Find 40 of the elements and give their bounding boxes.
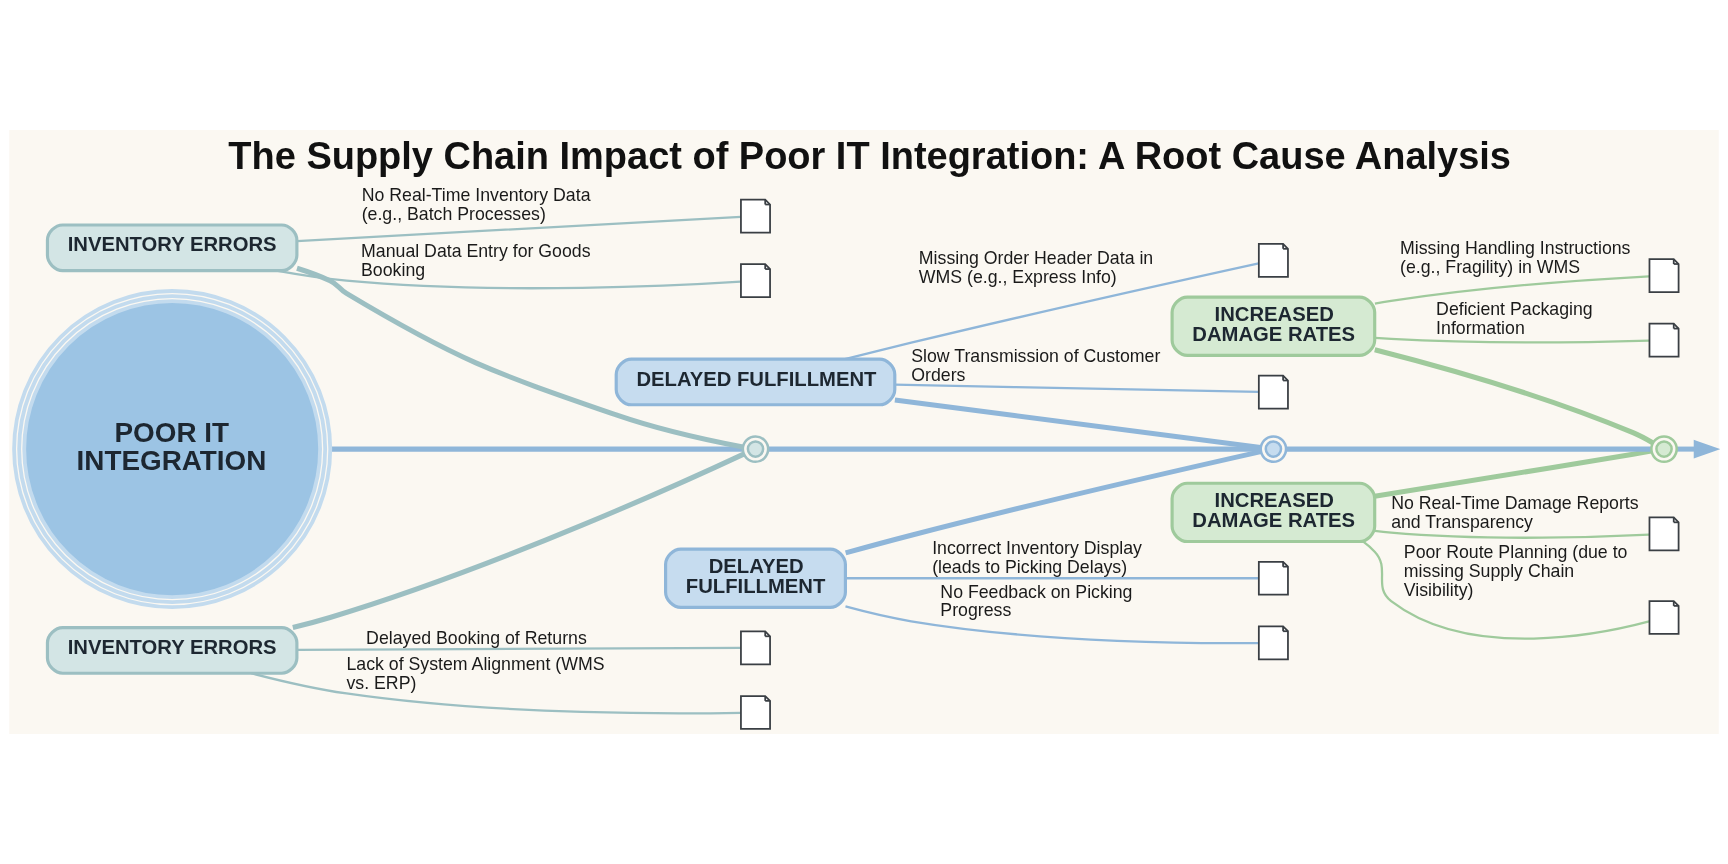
connector <box>1286 446 1652 452</box>
connector <box>1374 336 1650 344</box>
connector <box>330 446 743 452</box>
connector <box>296 215 741 243</box>
connector <box>1374 275 1650 305</box>
connector <box>894 383 1259 393</box>
connector <box>292 451 745 630</box>
edge-label: No Feedback on Picking Progress <box>940 581 1133 621</box>
connector <box>845 577 1259 580</box>
connector <box>845 605 1259 645</box>
node-circle <box>741 435 770 464</box>
diagram-title: The Supply Chain Impact of Poor IT Integration: A Root Cause Analysis <box>228 135 1511 178</box>
node-circle <box>1650 435 1678 464</box>
node-box: INVENTORY ERRORS <box>45 223 299 273</box>
node-circle: POOR IT INTEGRATION <box>12 289 333 610</box>
connector <box>1374 529 1650 539</box>
edge-label: Deficient Packaging Information <box>1436 299 1593 339</box>
edge-label: Lack of System Alignment (WMS vs. ERP) <box>346 653 605 693</box>
edge-label: Manual Data Entry for Goods Booking <box>361 240 591 280</box>
edge-label: Missing Handling Instructions (e.g., Fragility) in WMS <box>1400 238 1631 278</box>
edge-label: Poor Route Planning (due to missing Supply Chain Visibility) <box>1403 542 1628 601</box>
connector <box>296 646 741 651</box>
edge-label: Delayed Booking of Returns <box>366 628 587 649</box>
connector <box>296 265 744 450</box>
arrow <box>1676 439 1720 459</box>
connector <box>1362 540 1650 640</box>
node-box: DELAYED FULFILLMENT <box>614 357 897 407</box>
connector <box>844 449 1262 556</box>
node-circle <box>1259 435 1288 464</box>
node-box: DELAYED FULFILLMENT <box>664 547 847 609</box>
edge-label: No Real-Time Damage Reports and Transparency <box>1391 492 1639 532</box>
edge-label: No Real-Time Inventory Data (e.g., Batch Processes) <box>361 185 591 225</box>
node-box: INCREASED DAMAGE RATES <box>1170 295 1377 357</box>
node-box: INVENTORY ERRORS <box>45 626 299 675</box>
node-box: INCREASED DAMAGE RATES <box>1170 481 1377 544</box>
edge-label: Slow Transmission of Customer Orders <box>911 345 1161 385</box>
connector <box>768 446 1261 452</box>
edge-label: Missing Order Header Data in WMS (e.g., Express Info) <box>918 248 1154 288</box>
edge-label: Incorrect Inventory Display (leads to Picking Delays) <box>932 538 1142 578</box>
connector <box>1374 347 1654 445</box>
